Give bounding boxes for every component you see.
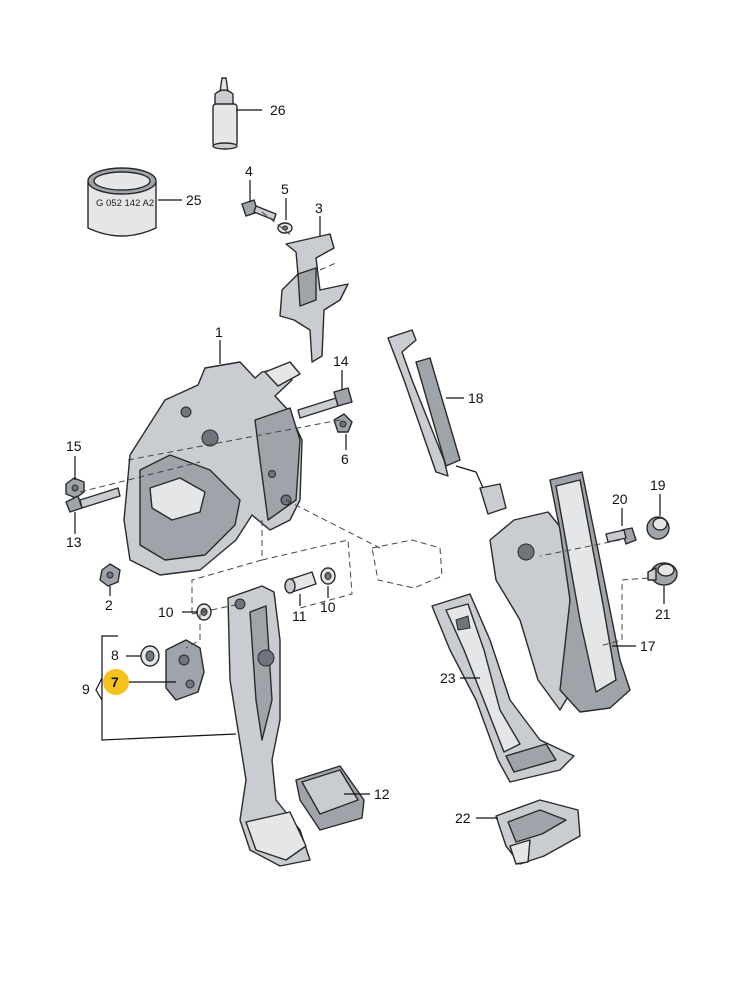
callout-22: 22: [455, 810, 471, 826]
part-4-bolt: [241, 199, 277, 221]
sensor-ghost: [371, 539, 443, 589]
part-26-tube: [212, 77, 238, 150]
part-2-nut: [99, 563, 121, 587]
part-25-can: G 052 142 A2: [87, 167, 157, 237]
part-21-stop: [647, 562, 678, 586]
part-19-cap: [646, 516, 670, 540]
part-13-bolt: [65, 487, 121, 513]
callout-9: 9: [82, 681, 90, 697]
callout-23: 23: [440, 670, 456, 686]
brake-pedal-arm: [227, 585, 311, 867]
callout-26: 26: [270, 102, 286, 118]
callout-7: 7: [111, 674, 119, 690]
callout-17: 17: [640, 638, 656, 654]
callout-2: 2: [105, 597, 113, 613]
part-8-clip: [140, 645, 160, 667]
callout-14: 14: [333, 353, 349, 369]
part-6-nut: [333, 413, 353, 433]
callout-15: 15: [66, 438, 82, 454]
callout-10-right: 10: [320, 599, 336, 615]
part-5-washer: [277, 222, 293, 234]
callout-1: 1: [215, 324, 223, 340]
part-7-spring-unit: [165, 639, 205, 701]
can-label: G 052 142 A2: [96, 198, 154, 209]
callout-20: 20: [612, 491, 628, 507]
part-3-bracket: [279, 233, 349, 363]
part-22-holder: [495, 799, 581, 865]
part-14-bolt: [297, 387, 353, 419]
callout-4: 4: [245, 163, 253, 179]
part-1-housing: [123, 361, 303, 576]
callout-12: 12: [374, 786, 390, 802]
callout-8: 8: [111, 647, 119, 663]
part-15-nut: [65, 477, 85, 499]
callout-19: 19: [650, 477, 666, 493]
callout-6: 6: [341, 451, 349, 467]
part-17-accelerator-pedal: [489, 471, 631, 713]
assembly-dashed-lines: [79, 211, 649, 649]
highlight-marker: [103, 669, 129, 695]
part-20-screw: [605, 527, 637, 545]
part-12-pedal-pad: [295, 765, 365, 831]
callout-21: 21: [655, 606, 671, 622]
part-18-sensor: [387, 329, 507, 515]
part-10-bushing-right: [320, 567, 336, 585]
callout-3: 3: [315, 200, 323, 216]
callout-25: 25: [186, 192, 202, 208]
callout-5: 5: [281, 181, 289, 197]
part-23-floor-pad: [431, 593, 575, 783]
callout-labels: 26 25 4 5 3 1 14 6 15 13 2 10 11 10 8 9 …: [66, 102, 671, 826]
callout-10-left: 10: [158, 604, 174, 620]
callout-11: 11: [292, 608, 307, 624]
part-11-bushing: [284, 571, 317, 594]
callout-18: 18: [468, 390, 484, 406]
callout-13: 13: [66, 534, 82, 550]
leader-lines: [74, 109, 665, 819]
